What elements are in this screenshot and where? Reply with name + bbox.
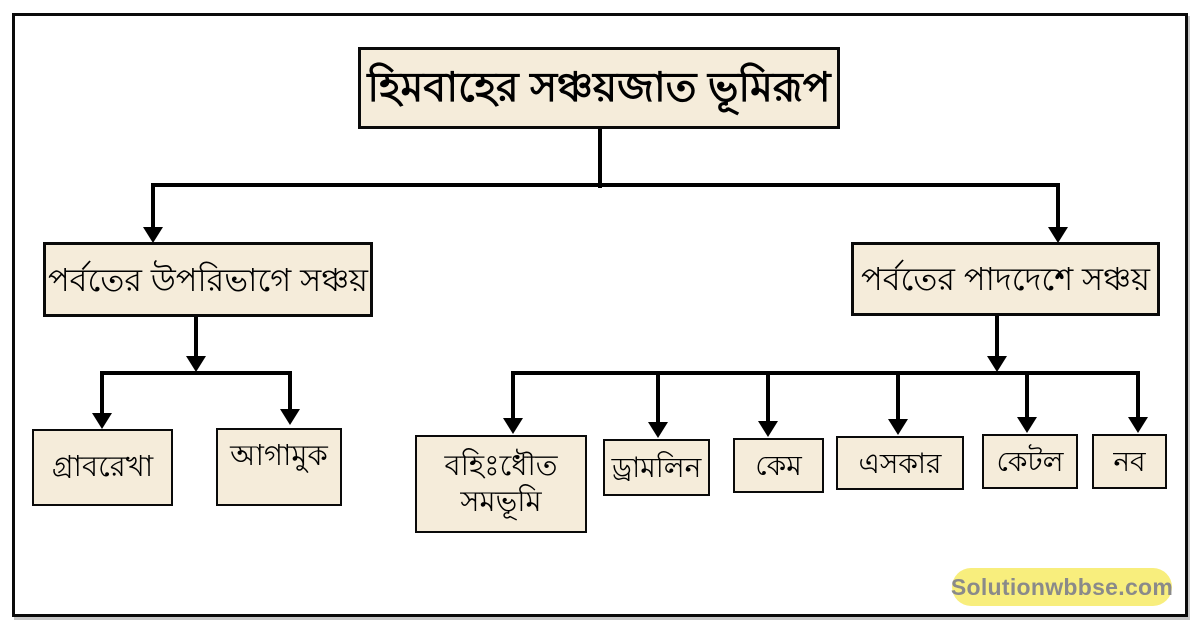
root-node-title: হিমবাহের সঞ্চয়জাত ভূমিরূপ [358, 47, 840, 129]
leaf-node-drumlin: ড্রামলিন [603, 439, 710, 496]
leaf-node-kettle: কেটল [982, 434, 1078, 489]
watermark-badge: Solutionwbbse.com [951, 568, 1173, 606]
branch-node-mountain-upper-deposition: পর্বতের উপরিভাগে সঞ্চয় [43, 242, 373, 317]
leaf-node-esker: এসকার [836, 436, 964, 490]
leaf-node-kame: কেম [733, 438, 824, 493]
leaf-node-moraine: গ্রাবরেখা [32, 429, 173, 506]
branch-node-mountain-foot-deposition: পর্বতের পাদদেশে সঞ্চয় [851, 242, 1160, 316]
leaf-node-erratic: আগামুক [216, 428, 342, 506]
leaf-node-knob: নব [1092, 434, 1167, 489]
leaf-node-outwash-plain: বহিঃধৌত সমভূমি [415, 435, 587, 533]
